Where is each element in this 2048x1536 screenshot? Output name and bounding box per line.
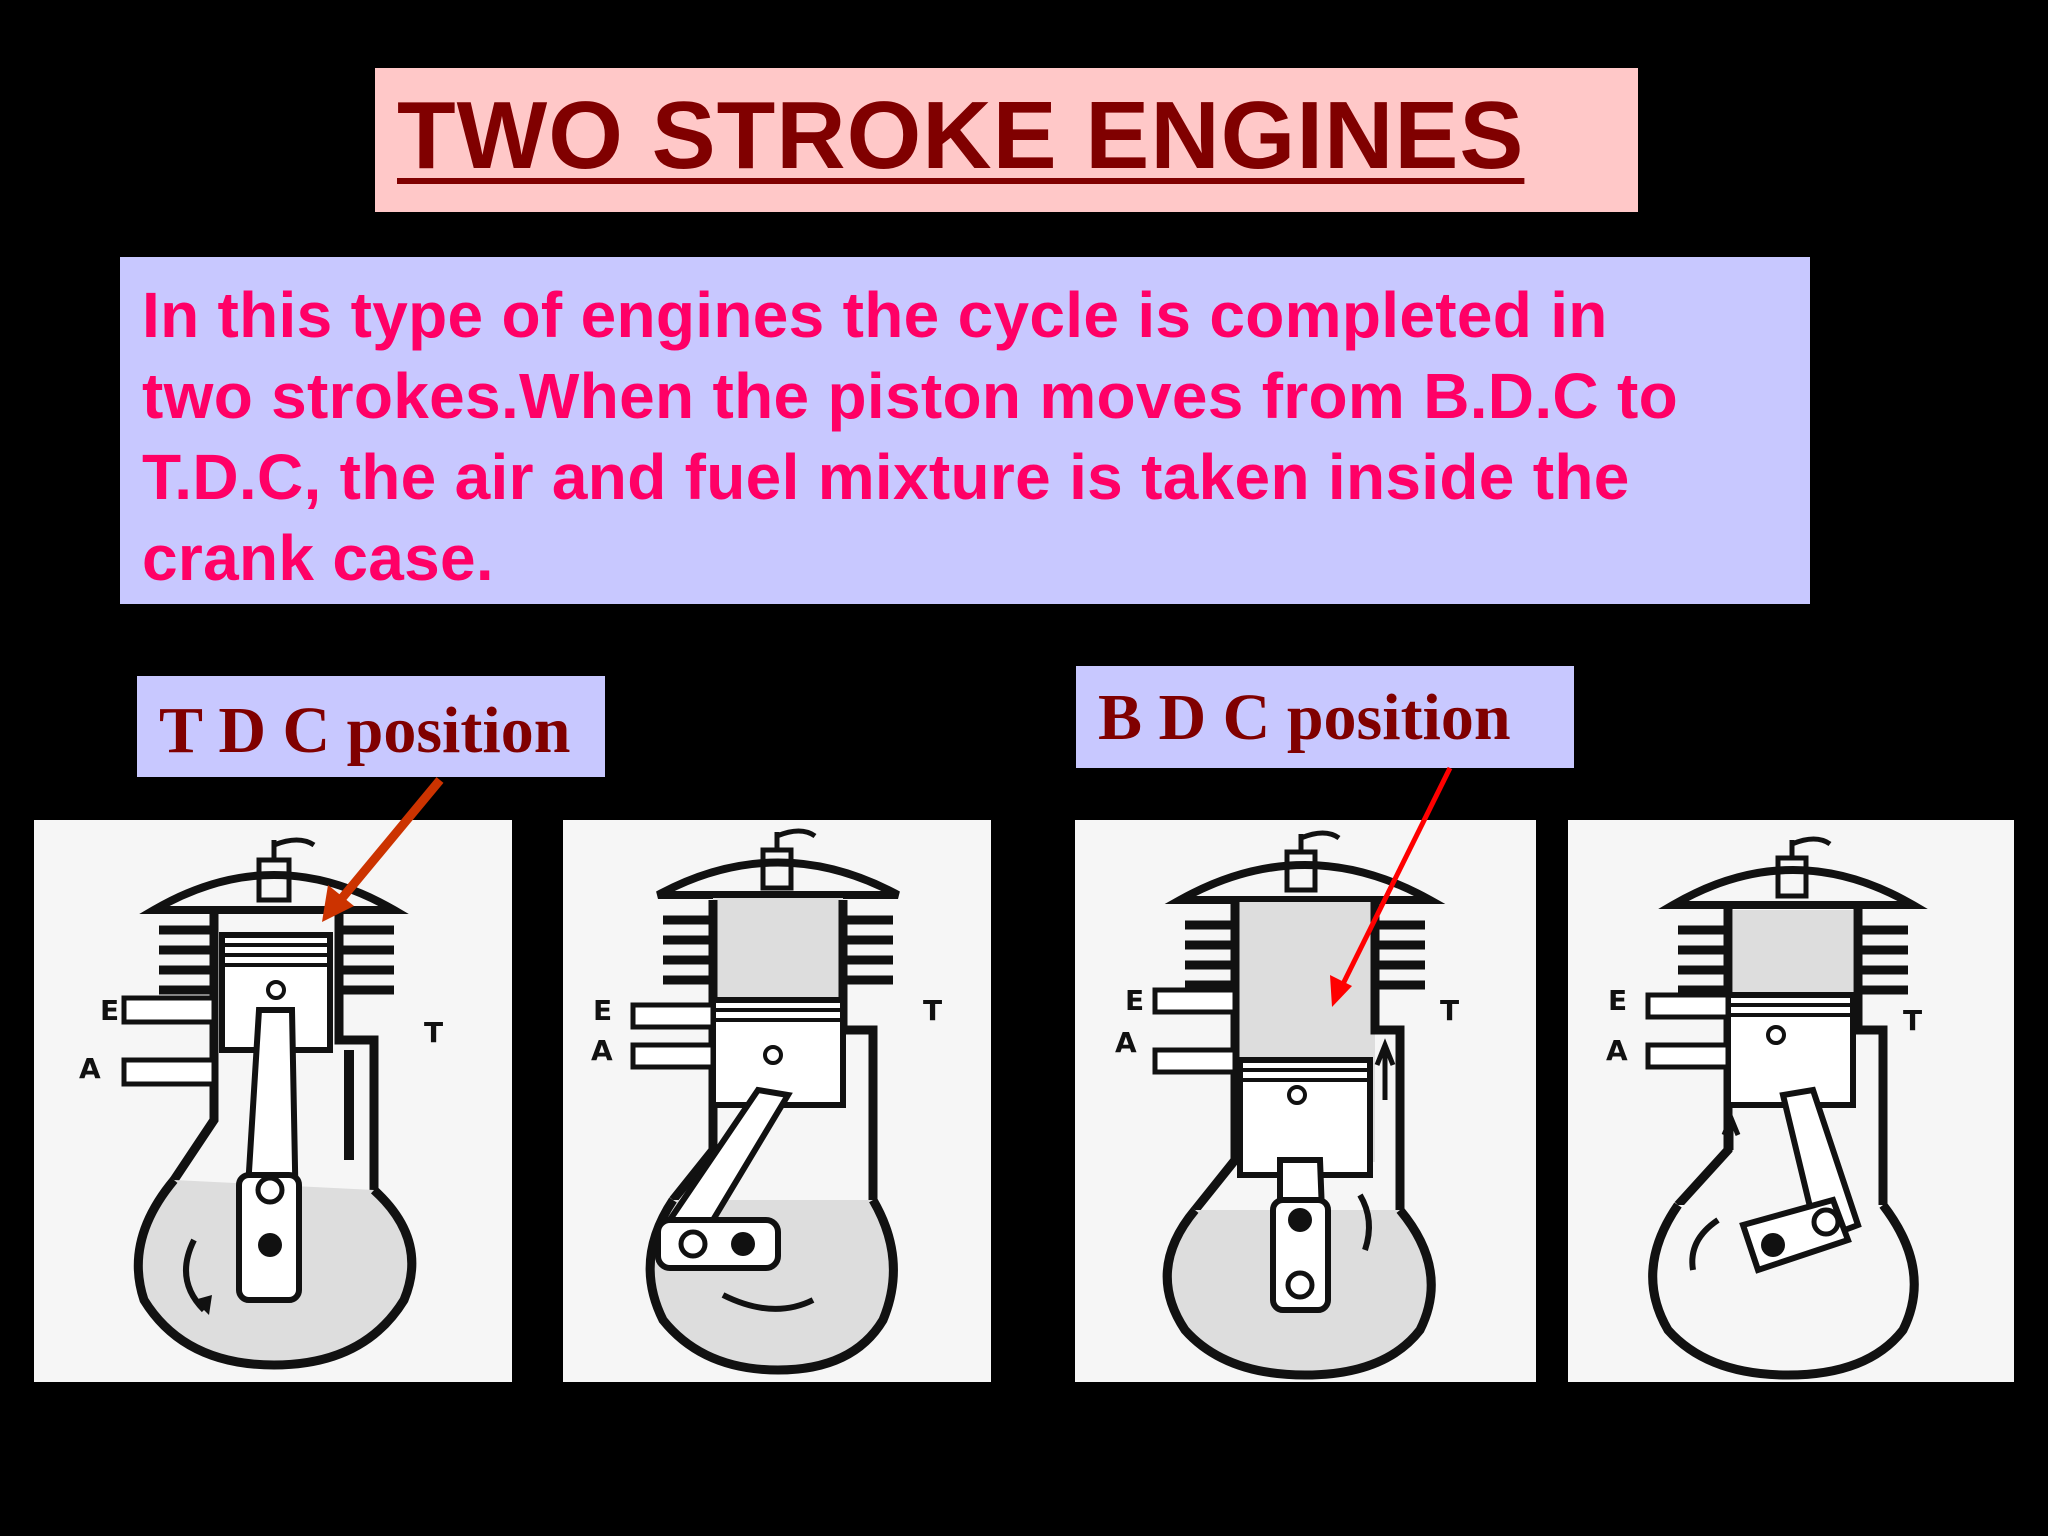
engine-diagram-bdc-2: E A T [1568, 820, 2014, 1382]
exhaust-port-letter: E [1125, 984, 1144, 1017]
transfer-port-letter: T [424, 1016, 443, 1049]
description-box: In this type of engines the cycle is com… [120, 257, 1810, 604]
engine-drawing: E A T [1606, 836, 1928, 1380]
description-line-1: In this type of engines the cycle is com… [142, 279, 1608, 351]
transfer-port-letter: T [1903, 1004, 1922, 1037]
engine-diagram-tdc-1: E A T [34, 820, 512, 1382]
engine-drawing: E A T [591, 828, 942, 1375]
engine-diagram-tdc-2: E A T [563, 820, 991, 1382]
bdc-position-label: B D C position [1076, 666, 1574, 768]
description-line-4: crank case. [142, 522, 495, 594]
exhaust-port-letter: E [593, 994, 612, 1027]
engine-diagram-bdc-1: E A T [1075, 820, 1536, 1382]
air-port-letter: A [591, 1034, 613, 1067]
title-box: TWO STROKE ENGINES [375, 68, 1638, 212]
air-port-letter: A [1606, 1034, 1628, 1067]
air-port-letter: A [1115, 1026, 1137, 1059]
air-port-letter: A [79, 1052, 101, 1085]
engine-drawing: E A T [79, 837, 443, 1370]
description-line-2: two strokes.When the piston moves from B… [142, 360, 1679, 432]
transfer-port-letter: T [923, 994, 942, 1027]
exhaust-port-letter: E [100, 994, 119, 1027]
engine-drawing: E A T [1115, 830, 1459, 1380]
exhaust-port-letter: E [1608, 984, 1627, 1017]
tdc-position-label: T D C position [137, 676, 605, 777]
transfer-port-letter: T [1440, 994, 1459, 1027]
slide-title: TWO STROKE ENGINES [397, 82, 1525, 189]
description-line-3: T.D.C, the air and fuel mixture is taken… [142, 441, 1630, 513]
